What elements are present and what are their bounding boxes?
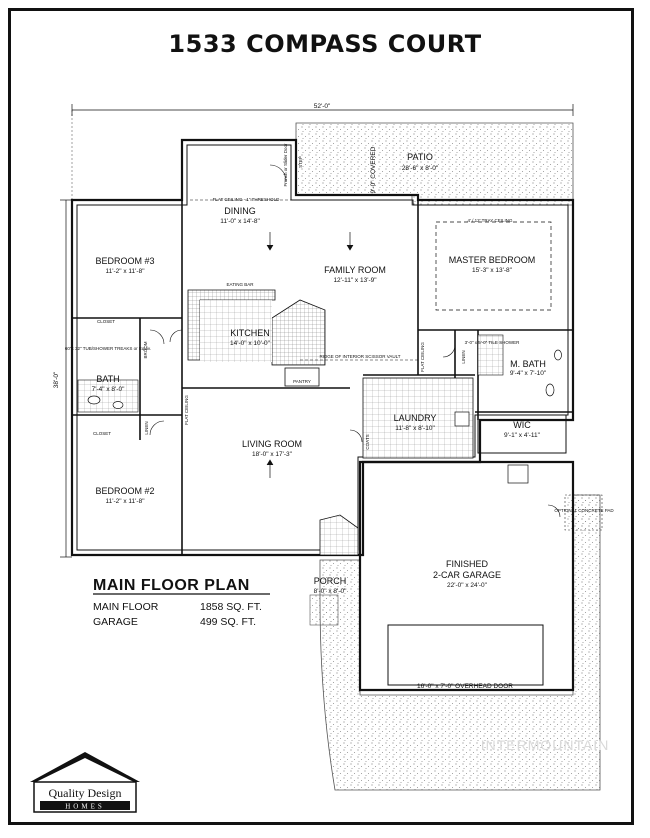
shower-note: 3'-0" x 5'-0" TILE SHOWER [465, 340, 521, 345]
room-labels: 52'-0" 38'-0" PATIO 28'-6" x 8'-0" 9'-0"… [53, 103, 614, 690]
bedroom2-name: BEDROOM #2 [95, 486, 154, 496]
coats-label: COATS [365, 434, 370, 449]
garage-line2: 2-CAR GARAGE [433, 570, 501, 580]
roof-icon [30, 752, 140, 782]
bedroom3-name: BEDROOM #3 [95, 256, 154, 266]
wic-rect [477, 414, 567, 454]
optional-pad [564, 494, 603, 531]
logo-line2: HOMES [65, 803, 105, 811]
overall-width-label: 52'-0" [314, 103, 331, 110]
patio-covered: 9'-0" COVERED [370, 146, 377, 193]
living-room-name: LIVING ROOM [242, 439, 302, 449]
wic-name: WIC [513, 420, 531, 430]
flat-ceiling-living: FLAT CEILING [184, 395, 189, 425]
sheet-border [8, 8, 634, 825]
water-heater [507, 464, 529, 484]
bath-size: 7'-4" x 8'-0" [92, 386, 125, 393]
garage-wall [358, 460, 575, 692]
pantry-label: PANTRY [293, 379, 311, 384]
step-label: STEP [298, 156, 303, 168]
slope-arrows [266, 232, 354, 478]
wic-size: 9'-1" x 4'-11" [504, 432, 541, 439]
tray-ceiling-note: 4' / 12' TRAY CEILING [468, 218, 513, 223]
master-bedroom-size: 15'-3" x 13'-8" [472, 267, 513, 274]
garage-size: 22'-0" x 24'-0" [447, 582, 488, 589]
kitchen-island [271, 299, 326, 366]
door-swings [149, 164, 561, 518]
eating-bar-label: EATING BAR [227, 282, 255, 287]
watermark: INTERMOUNTAIN [481, 737, 610, 753]
toilet [87, 395, 101, 405]
patio-concrete [295, 122, 574, 206]
overhead-door-label: 16'-0" x 7'-0" OVERHEAD DOOR [417, 683, 513, 690]
closet2-label: CLOSET [93, 431, 111, 436]
garage-overhead-door-slab [387, 624, 544, 686]
ridge-note: RIDGE OF INTERIOR SCISSOR VAULT [319, 354, 400, 359]
linen-label: LINEN [144, 421, 149, 434]
bath-tile [77, 379, 139, 413]
bedroom2-size: 11'-2" x 11'-8" [105, 498, 145, 505]
flat-ceiling-note: FLAT CEILING - 1" THRESHOLD [213, 197, 281, 202]
entry-tile [319, 514, 359, 556]
bath-name: BATH [96, 374, 119, 384]
sink [112, 401, 124, 409]
garage-value: 499 SQ. FT. [200, 616, 256, 628]
main-floor-value: 1858 SQ. FT. [200, 601, 262, 613]
garage-label: GARAGE [93, 616, 138, 628]
overall-depth-label: 38'-0" [53, 371, 60, 388]
kitchen-name: KITCHEN [230, 328, 270, 338]
pantry-box [284, 367, 320, 387]
interior-walls [72, 200, 573, 555]
linen-master-label: LINEN [461, 350, 466, 363]
plan-summary: MAIN FLOOR PLAN MAIN FLOOR 1858 SQ. FT. … [93, 577, 270, 628]
porch-walk [309, 594, 339, 626]
tub-note: 60"x 32" TUB/SHOWER TREAKS or Equiv. [65, 346, 151, 351]
garage-line1: FINISHED [446, 559, 489, 569]
flat-ceiling-family: FLAT CEILING [420, 342, 425, 372]
logo-line1: Quality Design [49, 786, 122, 800]
quality-design-logo: Quality Design HOMES [30, 752, 140, 813]
main-floor-label: MAIN FLOOR [93, 601, 159, 613]
patio-name: PATIO [407, 152, 433, 162]
master-bedroom-name: MASTER BEDROOM [449, 255, 536, 265]
plan-heading: MAIN FLOOR PLAN [93, 577, 250, 594]
porch-size: 8'-0" x 8'-0" [314, 588, 347, 595]
optional-pad-label: OPTIONAL CONCRETE PAD [554, 508, 614, 513]
master-toilet [545, 383, 555, 397]
master-bath-size: 9'-4" x 7'-10" [510, 370, 547, 377]
master-bath-name: M. BATH [510, 359, 546, 369]
master-bath-tile [477, 334, 504, 376]
bedroom3-size: 11'-2" x 11'-8" [105, 268, 145, 275]
laundry-size: 11'-8" x 8'-10" [395, 425, 435, 432]
kitchen-size: 14'-0" x 10'-0" [230, 340, 271, 347]
porch-name: PORCH [314, 576, 347, 586]
dining-size: 11'-0" x 14'-8" [220, 218, 260, 225]
dining-name: DINING [224, 206, 256, 216]
page-title: 1533 COMPASS COURT [168, 30, 482, 58]
closet3-label: CLOSET [97, 319, 115, 324]
patio-door-note: French or Slider Door [283, 143, 288, 187]
tray-ceiling [435, 221, 552, 311]
living-room-size: 18'-0" x 17'-3" [252, 451, 293, 458]
master-sink [554, 349, 562, 361]
broom-label: BROOM [143, 341, 148, 358]
family-room-size: 12'-11" x 13'-9" [333, 277, 377, 284]
laundry-name: LAUNDRY [394, 413, 437, 423]
family-room-name: FAMILY ROOM [324, 265, 386, 275]
kitchen-floor-tile [200, 300, 272, 362]
washer [454, 411, 470, 427]
house-exterior-wall [70, 138, 575, 557]
patio-size: 28'-6" x 8'-0" [402, 165, 439, 172]
